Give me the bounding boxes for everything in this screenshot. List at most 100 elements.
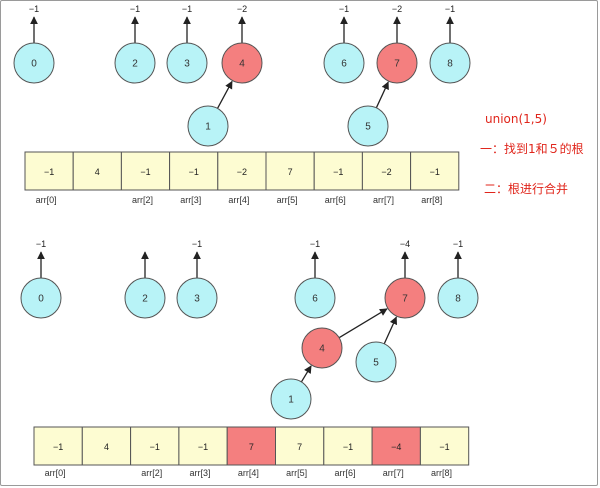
step-find-roots-label: 一：找到1和５的根 [480,142,584,156]
array-index-label: arr[0] [36,195,57,205]
edge-1-to-4 [300,365,312,383]
root-size-label: −1 [339,4,349,14]
array-cell-value: −1 [198,442,208,452]
node-5 [347,105,389,147]
node-label: 8 [455,294,461,305]
node-label: 0 [31,59,37,70]
array-cell-value: −1 [333,167,343,177]
step-merge-roots-label: 二：根进行合并 [484,182,569,196]
array-cell-value: −1 [343,442,353,452]
root-size-label: −1 [453,239,463,249]
node-label: 5 [365,122,371,133]
array-index-label: arr[2] [132,195,153,205]
array-index-label: arr[6] [325,195,346,205]
node-label: 1 [288,395,294,406]
array-cell-1 [81,426,132,466]
array-cell-1 [72,151,122,191]
node-4-root [221,42,263,84]
array-index-label: arr[8] [421,195,442,205]
node-label: 3 [184,59,190,70]
array-cell-value: −1 [150,442,160,452]
node-label: 6 [341,59,347,70]
array-index-label: arr[5] [277,195,298,205]
edge-1-to-4 [216,80,233,109]
node-label: 2 [142,294,148,305]
node-1 [270,378,312,420]
array-cell-value: 7 [297,442,302,452]
array-cell-6 [323,426,373,466]
node-label: 7 [394,59,400,70]
array-cell-value: −1 [189,167,199,177]
array-index-label: arr[8] [431,468,452,478]
node-0 [20,277,62,319]
edge-5-to-7 [375,81,389,109]
node-label: 6 [312,294,318,305]
array-cell-value: 7 [249,442,254,452]
root-size-label: −1 [130,4,140,14]
node-8 [429,42,471,84]
node-7-root [384,277,426,319]
array-cell-value: 4 [95,167,100,177]
node-label: 0 [38,294,44,305]
node-1 [187,105,229,147]
array-index-label: arr[3] [190,468,211,478]
before-union-panel: −1 0 −1 2 −1 3 −2 4 −1 6 −2 7 −1 8 1 5 −1 arr[0] 4 −1 arr[2]… [13,4,471,205]
array-cell-value: −4 [391,442,401,452]
array-cell-value: −2 [381,167,391,177]
node-7-root [376,42,418,84]
node-label: 4 [239,59,245,70]
node-label: 7 [402,294,408,305]
node-6 [323,42,365,84]
array-index-label: arr[4] [228,195,249,205]
array-cell-8 [410,151,460,191]
node-2 [114,42,156,84]
array-cell-7 [361,151,412,191]
array-cell-8 [419,426,470,466]
node-4-root [301,327,343,369]
array-cell-value: 7 [288,167,293,177]
array-index-label: arr[7] [373,195,394,205]
array-index-label: arr[7] [383,468,404,478]
array-index-label: arr[6] [334,468,355,478]
root-size-label: −1 [192,239,202,249]
array-index-label: arr[0] [45,468,66,478]
root-size-label: −2 [237,4,247,14]
node-3 [176,277,218,319]
edge-5-to-7 [383,316,397,345]
node-2 [124,277,166,319]
node-5 [355,341,397,383]
array-index-label: arr[5] [286,468,307,478]
array-index-label: arr[3] [180,195,201,205]
node-label: 5 [373,358,379,369]
node-label: 8 [447,59,453,70]
array-cell-4 [226,426,276,466]
array-cell-value: −1 [53,442,63,452]
node-3 [166,42,208,84]
array-index-label: arr[4] [238,468,259,478]
root-size-label: −1 [29,4,39,14]
root-size-label: −1 [182,4,192,14]
array-cell-3 [178,426,228,466]
node-label: 2 [132,59,138,70]
node-0 [13,42,55,84]
node-8 [437,277,479,319]
array-cell-3 [169,151,219,191]
root-size-label: −1 [445,4,455,14]
array-index-label: arr[2] [141,468,162,478]
array-cell-value: 4 [104,442,109,452]
edge-4-to-7 [338,308,388,339]
union-call-label: union(1,5) [485,112,547,126]
array-cell-7 [371,426,421,466]
root-size-label: −2 [392,4,402,14]
array-cell-value: −1 [140,167,150,177]
array-cell-value: −1 [439,442,449,452]
array-cell-5 [265,151,315,191]
node-label: 4 [319,344,325,355]
array-cell-value: −2 [237,167,247,177]
root-size-label: −4 [400,239,410,249]
node-label: 1 [205,122,211,133]
